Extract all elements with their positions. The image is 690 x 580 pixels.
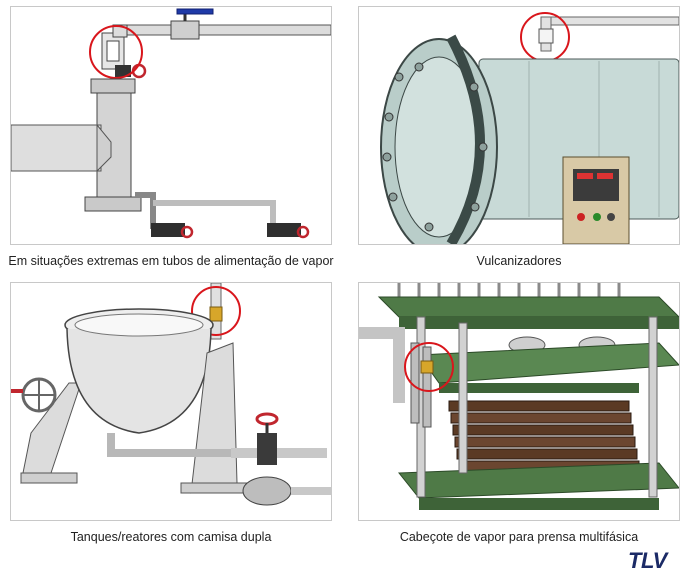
press-illustration xyxy=(359,283,679,520)
highlight-circle xyxy=(404,342,454,392)
panel-caption: Tanques/reatores com camisa dupla xyxy=(70,530,272,544)
highlight-circle xyxy=(191,286,241,336)
panel-jacketed-tank xyxy=(10,282,332,521)
highlight-circle xyxy=(89,25,143,79)
panel-caption: Vulcanizadores xyxy=(476,254,562,268)
panel-caption: Cabeçote de vapor para prensa multifásic… xyxy=(399,530,639,544)
panel-caption: Em situações extremas em tubos de alimen… xyxy=(8,254,334,268)
panel-multiplaten-press xyxy=(358,282,680,521)
steam-pipe-illustration xyxy=(11,7,331,244)
tlv-logo: TLV xyxy=(628,548,667,573)
panel-vulcanizer xyxy=(358,6,680,245)
vulcanizer-illustration xyxy=(359,7,679,244)
jacketed-tank-illustration xyxy=(11,283,331,520)
panel-steam-supply-pipe xyxy=(10,6,332,245)
